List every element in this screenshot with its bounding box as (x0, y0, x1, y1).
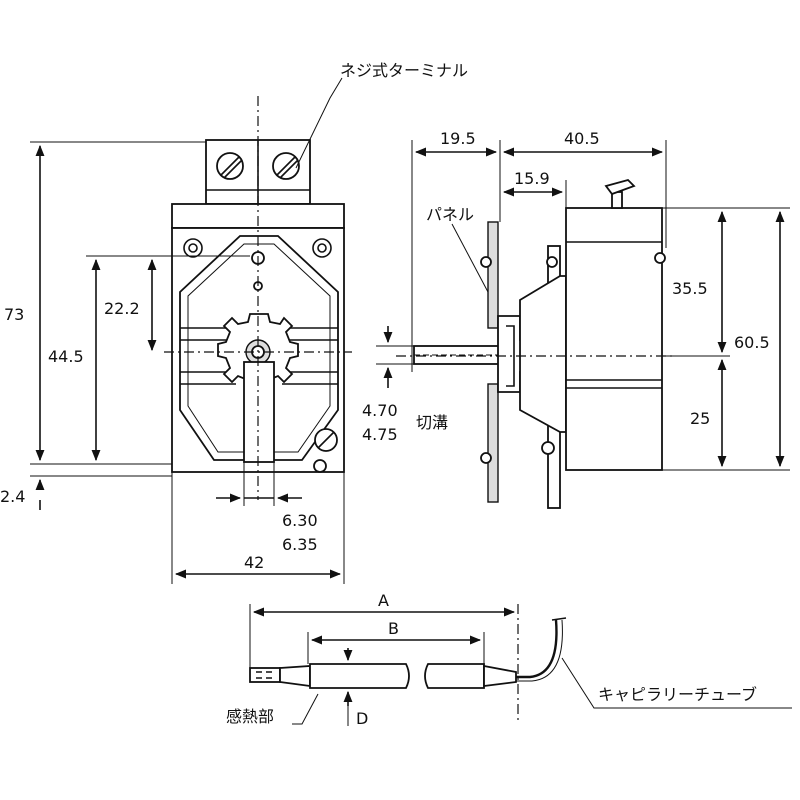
dim-44-5: 44.5 (48, 347, 84, 366)
capillary-view (249, 604, 567, 720)
housing (565, 207, 663, 471)
dim-22-2: 22.2 (104, 299, 140, 318)
lever-arm (243, 361, 275, 463)
corner-screw-top-left (183, 238, 203, 258)
dim-73: 73 (4, 305, 24, 324)
dim-D: D (356, 709, 368, 728)
corner-screw-top-right (312, 238, 332, 258)
side-view (396, 178, 676, 509)
dim-B: B (388, 619, 399, 638)
label-sensing-part: 感熱部 (226, 707, 274, 726)
label-screw-terminal: ネジ式ターミナル (340, 61, 468, 80)
front-dimensions (30, 77, 345, 584)
capillary-dimensions (249, 604, 792, 726)
dim-4-75: 4.75 (362, 425, 398, 444)
sensing-bulb (309, 663, 410, 689)
panel (487, 221, 499, 329)
terminal-screw-left (216, 152, 244, 180)
dim-15-9: 15.9 (514, 169, 550, 188)
dim-6-30: 6.30 (282, 511, 318, 530)
dim-35-5: 35.5 (672, 279, 708, 298)
terminal-screw-right (272, 152, 300, 180)
front-view (164, 96, 352, 500)
dim-25: 25 (690, 409, 710, 428)
label-capillary-tube: キャピラリーチューブ (598, 685, 757, 704)
dim-60-5: 60.5 (734, 333, 770, 352)
dim-4-70: 4.70 (362, 401, 398, 420)
dim-6-35: 6.35 (282, 535, 318, 554)
label-groove: 切溝 (416, 413, 448, 432)
dim-19-5: 19.5 (440, 129, 476, 148)
adjust-screw (313, 428, 338, 473)
dim-40-5: 40.5 (564, 129, 600, 148)
label-panel: パネル (426, 205, 474, 224)
dim-A: A (378, 591, 389, 610)
dim-42: 42 (244, 553, 264, 572)
dim-2-4: 2.4 (0, 487, 25, 506)
capillary-tube (516, 619, 558, 679)
side-dimensions (376, 140, 790, 471)
